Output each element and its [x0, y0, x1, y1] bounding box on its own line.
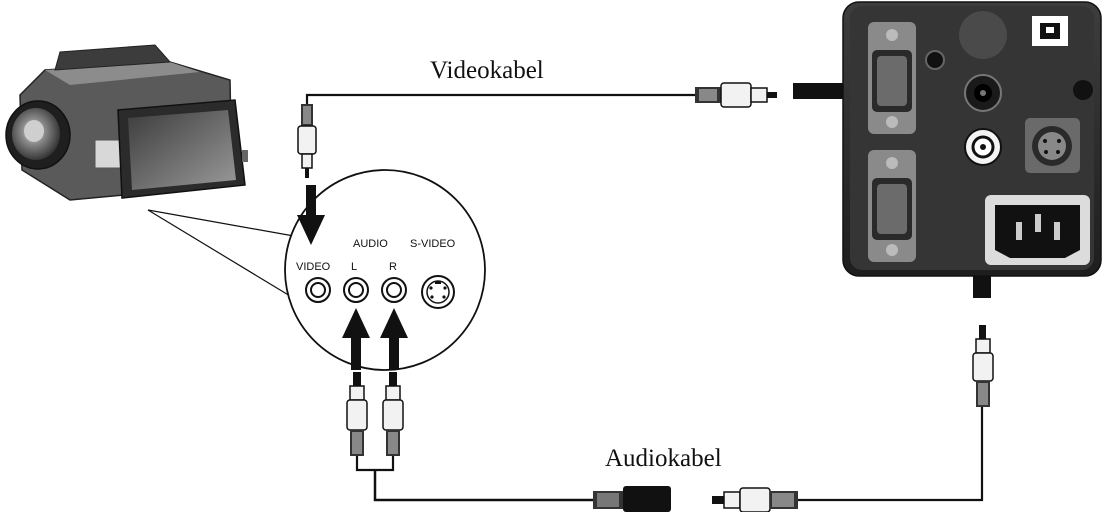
audio-label: AUDIO [353, 238, 388, 250]
audio-left-jack [343, 277, 369, 303]
zoom-line-bottom [147, 209, 306, 306]
video-jack [305, 277, 331, 303]
audio-cable-plug-left [346, 372, 368, 456]
video-label: VIDEO [296, 261, 331, 273]
video-cable-label: Videokabel [430, 57, 544, 84]
mini-jack [925, 50, 945, 70]
audio-right-label: R [389, 261, 397, 273]
camcorder [5, 44, 248, 201]
audio-cable [346, 325, 994, 512]
arrow-to-audio-left [342, 308, 370, 370]
audio-cable-label: Audiokabel [605, 445, 722, 472]
audio-cable-plug-horizontal [712, 487, 798, 512]
audio-cable-plug-right [382, 372, 404, 456]
vga-port-2 [868, 150, 916, 262]
projector-s-video-port [1025, 118, 1080, 173]
video-cable [297, 82, 777, 178]
projector-video-in-jack [964, 74, 1002, 112]
arrow-to-video-jack [297, 185, 325, 245]
projector-rear-panel [842, 1, 1102, 277]
round-button [1073, 80, 1093, 100]
usb-port [1032, 16, 1068, 46]
s-video-label: S-VIDEO [410, 238, 456, 250]
s-video-jack [421, 275, 455, 309]
power-socket [985, 195, 1090, 265]
zoom-line-top [147, 209, 306, 239]
audio-cable-socket [593, 486, 671, 512]
video-cable-plug-projector [695, 82, 777, 108]
camcorder-jack-panel: AUDIO S-VIDEO VIDEO L R [284, 169, 486, 371]
round-cover [959, 11, 1007, 59]
vga-port-1 [868, 22, 916, 134]
audio-right-jack [381, 277, 407, 303]
projector-audio-in-jack [964, 128, 1002, 166]
audio-left-label: L [351, 261, 357, 273]
video-cable-plug-camcorder [297, 104, 317, 178]
audio-cable-plug-projector [972, 325, 994, 407]
arrow-to-audio-right [380, 308, 408, 370]
